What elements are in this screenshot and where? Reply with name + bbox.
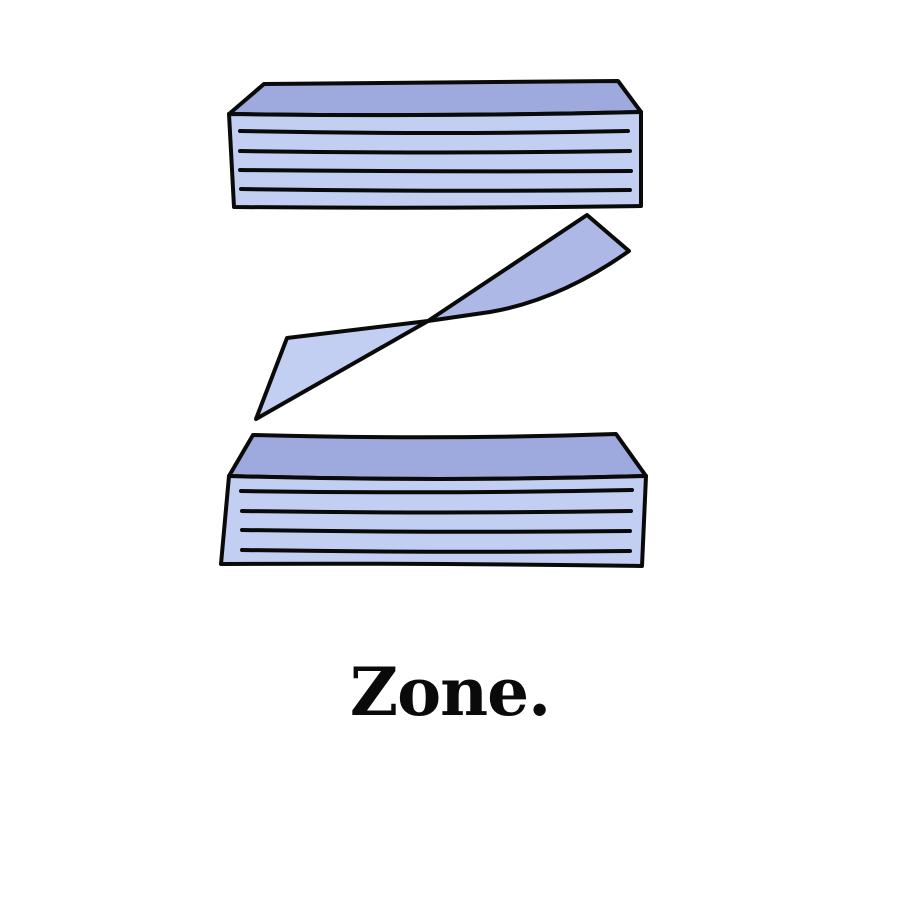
stacked-paper-z-icon bbox=[219, 79, 648, 568]
diagonal-twisted-strip bbox=[254, 213, 631, 421]
top-stack-page-lines bbox=[238, 129, 633, 193]
bottom-paper-stack bbox=[219, 432, 648, 568]
brand-wordmark: Zone. bbox=[349, 653, 551, 731]
diagonal-strip-upper bbox=[426, 213, 631, 323]
bottom-stack-top-face bbox=[227, 432, 648, 481]
top-stack-front-face bbox=[227, 110, 643, 210]
bottom-stack-front-face bbox=[219, 474, 648, 568]
top-paper-stack bbox=[227, 79, 643, 210]
bottom-stack-page-lines bbox=[239, 488, 634, 554]
diagonal-strip-lower bbox=[254, 319, 430, 421]
top-stack-top-face bbox=[227, 79, 643, 118]
